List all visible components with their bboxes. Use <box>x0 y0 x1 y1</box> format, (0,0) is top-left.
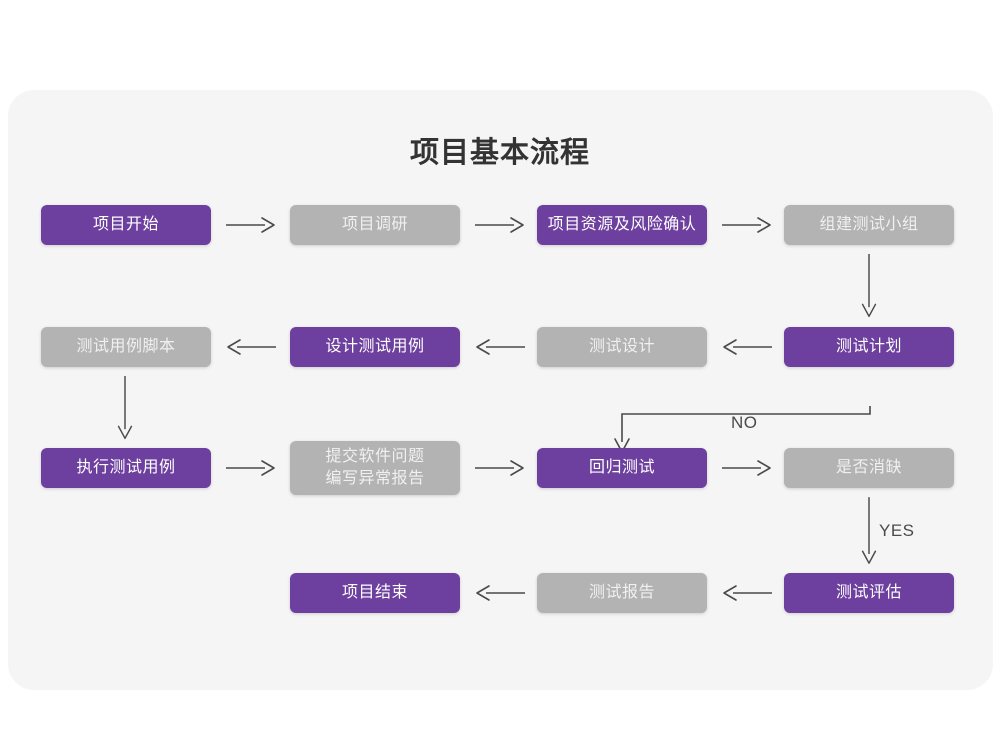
node-resource-risk-confirm[interactable]: 项目资源及风险确认 <box>537 205 707 245</box>
node-test-plan[interactable]: 测试计划 <box>784 327 954 367</box>
node-project-research[interactable]: 项目调研 <box>290 205 460 245</box>
node-defect-resolved[interactable]: 是否消缺 <box>784 448 954 488</box>
arrow-right-4 <box>226 460 275 476</box>
arrow-left-1 <box>227 339 276 355</box>
arrow-down-team-to-plan <box>861 254 877 318</box>
node-project-end[interactable]: 项目结束 <box>290 573 460 613</box>
arrow-right-3 <box>722 217 771 233</box>
arrow-down-script-to-execute <box>117 376 133 440</box>
page-title: 项目基本流程 <box>409 137 590 169</box>
node-project-start[interactable]: 项目开始 <box>41 205 211 245</box>
node-test-design[interactable]: 测试设计 <box>537 327 707 367</box>
node-test-case-script[interactable]: 测试用例脚本 <box>41 327 211 367</box>
edge-label-no: NO <box>731 413 758 432</box>
node-regression-test[interactable]: 回归测试 <box>537 448 707 488</box>
node-submit-issue-report[interactable]: 提交软件问题 编写异常报告 <box>290 441 460 495</box>
arrow-right-6 <box>722 460 771 476</box>
node-design-test-case[interactable]: 设计测试用例 <box>290 327 460 367</box>
arrow-left-3 <box>723 339 772 355</box>
arrow-left-2 <box>476 339 525 355</box>
arrow-down-yes <box>861 497 877 564</box>
arrow-left-4 <box>476 585 525 601</box>
node-execute-test-case[interactable]: 执行测试用例 <box>41 448 211 488</box>
arrow-right-2 <box>475 217 524 233</box>
node-build-test-team[interactable]: 组建测试小组 <box>784 205 954 245</box>
arrow-left-5 <box>723 585 772 601</box>
node-test-report[interactable]: 测试报告 <box>537 573 707 613</box>
arrow-right-1 <box>226 217 275 233</box>
edge-label-yes: YES <box>879 521 915 540</box>
arrow-right-5 <box>475 460 524 476</box>
node-test-evaluation[interactable]: 测试评估 <box>784 573 954 613</box>
